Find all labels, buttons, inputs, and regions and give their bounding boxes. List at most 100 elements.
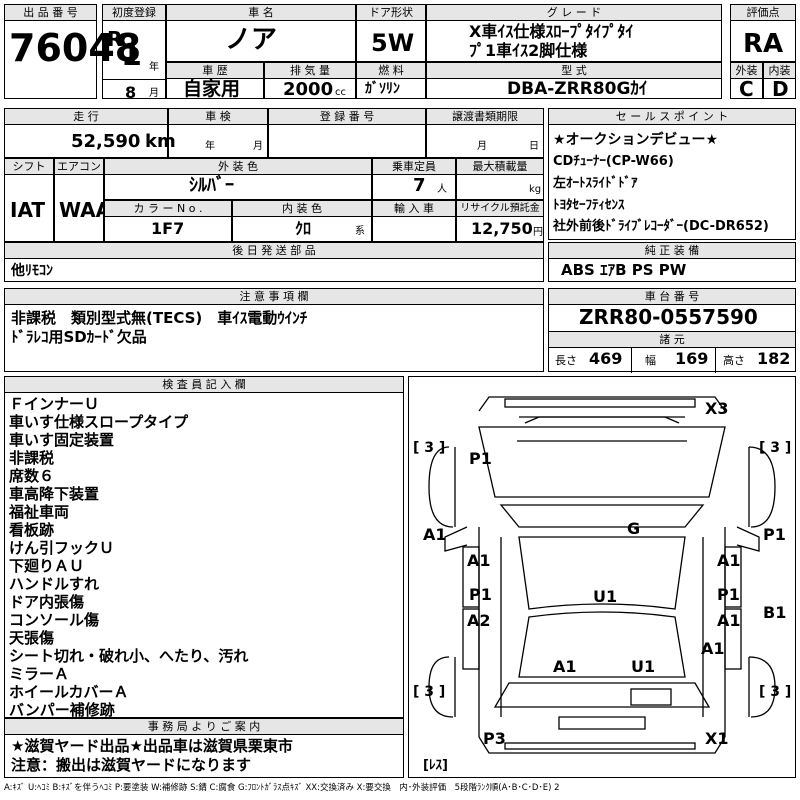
inspection-year-unit: 年 — [205, 141, 215, 152]
mark-g: G — [627, 519, 641, 538]
mileage-box: 走 行 52,590 km — [4, 108, 176, 158]
capacity: 7 — [413, 175, 426, 196]
bracket-3-fl: [ 3 ] — [413, 440, 446, 456]
history: 自家用 — [183, 78, 241, 100]
int-color-box: 内 装 色 ｸﾛ 系 — [232, 200, 372, 242]
mark-p1-right-rear: P1 — [717, 585, 740, 604]
notes-box: 注 意 事 項 欄 非課税 類別型式無(TECS) 車ｲｽ電動ｳｲﾝﾁ ﾄﾞﾗﾚ… — [4, 288, 544, 372]
color-no-box: カ ラ ー N o . 1F7 — [104, 200, 232, 242]
car-name-box: 車 名 ノア — [166, 4, 356, 62]
damage-diagram: X3 P1 G A1 P1 A1 A1 P1 U1 P1 A2 A1 B1 A1… — [408, 376, 796, 778]
transfer-box: 譲渡書類期限 月 日 — [426, 108, 544, 158]
color-header: 外 装 色 — [105, 159, 371, 175]
inspector-line: ＦインナーＵ — [9, 395, 100, 413]
mark-p1-right: P1 — [763, 525, 786, 544]
chassis-box: 車 台 番 号 ZRR80-0557590 諸 元 長さ 469 幅 169 高… — [548, 288, 796, 373]
transfer-day-unit: 日 — [529, 141, 539, 152]
body-color: ｼﾙﾊﾞｰ — [189, 175, 234, 196]
height: 182 — [757, 349, 791, 368]
dims-header: 諸 元 — [549, 331, 795, 348]
grade-line2: ﾌﾟ1車ｲｽ2脚仕様 — [469, 41, 588, 60]
length: 469 — [589, 349, 623, 368]
capacity-unit: 人 — [437, 184, 447, 195]
sales-line-4: ﾄﾖﾀｾｰﾌﾃｨｾﾝｽ — [553, 198, 625, 213]
int-color-header: 内 装 色 — [233, 201, 371, 217]
ac-box: エアコン WAA — [54, 158, 111, 242]
inspector-line: コンソール傷 — [9, 611, 100, 629]
bracket-3-rl: [ 3 ] — [413, 684, 446, 700]
mark-a1-right-fender: A1 — [701, 639, 725, 658]
inspector-line: 車高降下装置 — [9, 485, 100, 503]
reg-month: 8 — [125, 83, 137, 102]
inspector-line: ホイールカバーＡ — [9, 683, 129, 701]
inspection-box: 車 検 年 月 — [168, 108, 268, 158]
reg-number-box: 登 録 番 号 — [268, 108, 426, 158]
first-reg-box: 初度登録 R 1 年 8 月 — [102, 4, 166, 102]
loading-box: 最大積載量 kg — [456, 158, 544, 200]
bracket-3-rr: [ 3 ] — [759, 684, 792, 700]
exterior-box: 外装 C — [730, 62, 763, 99]
mark-a1-left-door: A1 — [467, 551, 491, 570]
era: R — [107, 27, 123, 51]
inspector-line: ハンドルすれ — [9, 575, 100, 593]
mark-x1: X1 — [705, 729, 729, 748]
history-box: 車 歴 自家用 — [166, 62, 264, 99]
sales-line-3: 左ｵｰﾄｽﾗｲﾄﾞﾄﾞｱ — [553, 176, 638, 191]
exterior-header: 外装 — [731, 63, 762, 79]
interior-box: 内装 D — [763, 62, 796, 99]
inspector-line: バンパー補修跡 — [9, 701, 115, 719]
interior-grade: D — [772, 77, 789, 101]
later-parts-box: 後 日 発 送 部 品 他ﾘﾓｺﾝ — [4, 242, 544, 282]
inspector-header: 検 査 員 記 入 欄 — [5, 377, 403, 393]
inspector-line: 福祉車両 — [9, 503, 70, 521]
mark-u1-roof: U1 — [593, 587, 618, 606]
car-name-header: 車 名 — [167, 5, 355, 21]
inspection-month-unit: 月 — [253, 141, 263, 152]
mark-p1-front: P1 — [469, 449, 492, 468]
displacement: 2000 — [283, 79, 334, 100]
inspector-line: シート切れ・破れ小、へたり、汚れ — [9, 647, 249, 665]
bracket-3-fr: [ 3 ] — [759, 440, 792, 456]
chassis-header: 車 台 番 号 — [549, 289, 795, 305]
capacity-box: 乗車定員 7 人 — [372, 158, 456, 200]
year-unit: 年 — [149, 62, 159, 73]
fuel-box: 燃 料 ｶﾞｿﾘﾝ — [356, 62, 426, 99]
equipment: ABS ｴｱB PS PW — [561, 261, 687, 279]
transfer-month-unit: 月 — [477, 141, 487, 152]
model-box: 型 式 DBA-ZRR80Gｶｲ — [426, 62, 722, 99]
import-header: 輸 入 車 — [373, 201, 455, 217]
inspector-list: ＦインナーＵ 車いす仕様スロープタイプ 車いす固定装置 非課税 席数６ 車高降下… — [9, 395, 248, 719]
int-color: ｸﾛ — [295, 219, 312, 238]
bracket-les: [ﾚｽ] — [423, 758, 448, 773]
shift-header: シフト — [5, 159, 53, 175]
displacement-box: 排 気 量 2000 cc — [264, 62, 356, 99]
equipment-box: 純 正 装 備 ABS ｴｱB PS PW — [548, 242, 796, 282]
sales-line-2: CDﾁｭｰﾅｰ(CP-W66) — [553, 154, 674, 169]
capacity-header: 乗車定員 — [373, 159, 455, 175]
door-box: ドア形状 5W — [356, 4, 426, 62]
color-box: 外 装 色 ｼﾙﾊﾞｰ — [104, 158, 372, 200]
shift: IAT — [10, 198, 46, 222]
mileage-header: 走 行 — [5, 109, 167, 125]
mark-b1: B1 — [763, 603, 787, 622]
recycle-unit: 円 — [533, 227, 543, 238]
score: RA — [743, 29, 784, 59]
lot-header: 出 品 番 号 — [5, 5, 96, 21]
office-line-2: 注意：搬出は滋賀ヤードになります — [11, 756, 252, 774]
displacement-header: 排 気 量 — [265, 63, 355, 79]
import-box: 輸 入 車 — [372, 200, 456, 242]
legend: A:ｷｽﾞ U:ﾍｺﾐ B:ｷｽﾞを伴うﾍｺﾐ P:要塗装 W:補修跡 S:錆 … — [4, 783, 560, 793]
sales-line-5: 社外前後ﾄﾞﾗｲﾌﾞﾚｺｰﾀﾞｰ(DC-DR652) — [553, 219, 769, 234]
inspector-line: 席数６ — [9, 467, 55, 485]
score-box: 評価点 RA — [730, 4, 796, 62]
car-outline-svg — [428, 396, 776, 754]
sales-line-1: ★オークションデビュー★ — [553, 132, 719, 148]
loading-unit: kg — [529, 184, 542, 195]
fuel: ｶﾞｿﾘﾝ — [365, 81, 400, 97]
office-header: 事 務 局 よ り ご 案 内 — [5, 719, 403, 735]
model: DBA-ZRR80Gｶｲ — [507, 79, 648, 99]
sales-points-header: セ ー ル ス ポ イ ン ト — [549, 109, 795, 125]
inspection-header: 車 検 — [169, 109, 267, 125]
notes-line-2: ﾄﾞﾗﾚｺ用SDｶｰﾄﾞ欠品 — [11, 328, 147, 346]
mark-p3: P3 — [483, 729, 506, 748]
